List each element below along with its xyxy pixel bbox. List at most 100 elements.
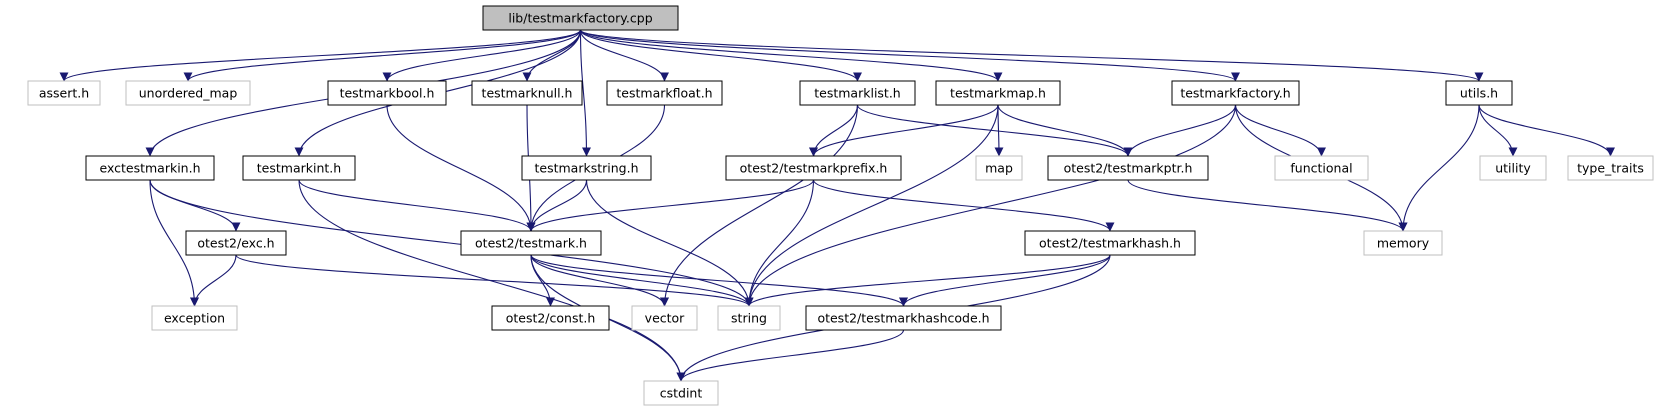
node-box xyxy=(1171,80,1300,106)
node-box xyxy=(1024,230,1196,256)
edge-testmarkfactory_h-to-string xyxy=(744,104,1237,307)
node-label: testmarkfactory.h xyxy=(1180,86,1290,101)
node-testmarkbool[interactable]: testmarkbool.h xyxy=(327,80,447,106)
node-utils[interactable]: utils.h xyxy=(1445,80,1513,106)
node-box xyxy=(1363,230,1443,256)
node-box xyxy=(125,80,251,106)
node-box xyxy=(185,230,287,256)
node-label: testmarkbool.h xyxy=(340,86,435,101)
node-box xyxy=(805,305,1002,331)
node-exctestmarkin[interactable]: exctestmarkin.h xyxy=(85,155,215,181)
node-testmarkint[interactable]: testmarkint.h xyxy=(242,155,356,181)
edge-testmarkprefix-to-testmarkhash xyxy=(812,179,1115,232)
edge-testmarkbool-to-testmark xyxy=(386,104,536,232)
node-string: string xyxy=(717,305,781,331)
node-label: testmarkmap.h xyxy=(950,86,1046,101)
node-box xyxy=(1479,155,1547,181)
node-label: otest2/exc.h xyxy=(197,236,274,251)
node-box xyxy=(460,230,602,256)
node-label: otest2/testmark.h xyxy=(475,236,587,251)
node-testmarkptr[interactable]: otest2/testmarkptr.h xyxy=(1047,155,1209,181)
edge-root-to-unordered_map xyxy=(183,29,582,82)
node-box xyxy=(1047,155,1209,181)
edge-testmark-to-string xyxy=(530,254,754,307)
edge-testmarkhash-to-string xyxy=(744,254,1111,307)
node-box xyxy=(799,80,916,106)
node-label: testmarknull.h xyxy=(482,86,573,101)
edge-testmarkhashcode-to-cstdint xyxy=(676,329,905,382)
edge-exc-to-exception xyxy=(190,254,237,307)
node-label: otest2/testmarkprefix.h xyxy=(740,161,888,176)
edge-testmarkhash-to-testmarkhashcode xyxy=(899,254,1111,307)
node-testmarklist[interactable]: testmarklist.h xyxy=(799,80,916,106)
node-label: string xyxy=(731,311,767,326)
node-label: otest2/testmarkhash.h xyxy=(1039,236,1181,251)
node-const[interactable]: otest2/const.h xyxy=(491,305,610,331)
edge-root-to-testmarklist xyxy=(579,29,862,82)
edge-testmarkmap-to-testmarkptr xyxy=(997,104,1133,157)
node-box xyxy=(606,80,723,106)
node-functional: functional xyxy=(1274,155,1369,181)
node-unordered_map: unordered_map xyxy=(125,80,251,106)
node-testmarkhashcode[interactable]: otest2/testmarkhashcode.h xyxy=(805,305,1002,331)
node-testmark[interactable]: otest2/testmark.h xyxy=(460,230,602,256)
node-box xyxy=(935,80,1061,106)
node-testmarkfloat[interactable]: testmarkfloat.h xyxy=(606,80,723,106)
node-label: otest2/testmarkptr.h xyxy=(1064,161,1193,176)
node-map: map xyxy=(975,155,1023,181)
node-box xyxy=(631,305,698,331)
node-root[interactable]: lib/testmarkfactory.cpp xyxy=(482,5,679,31)
node-label: unordered_map xyxy=(139,86,238,101)
node-label: exception xyxy=(164,311,225,326)
node-exc[interactable]: otest2/exc.h xyxy=(185,230,287,256)
node-testmarkhash[interactable]: otest2/testmarkhash.h xyxy=(1024,230,1196,256)
node-testmarkfactory_h[interactable]: testmarkfactory.h xyxy=(1171,80,1300,106)
node-box xyxy=(975,155,1023,181)
edge-utils-to-type_traits xyxy=(1478,104,1615,157)
node-cstdint: cstdint xyxy=(643,380,719,406)
node-label: exctestmarkin.h xyxy=(99,161,200,176)
edge-root-to-testmarkmap xyxy=(579,29,1003,82)
node-box xyxy=(327,80,447,106)
node-type_traits: type_traits xyxy=(1567,155,1654,181)
edge-testmarkptr-to-memory xyxy=(1127,179,1408,232)
node-box xyxy=(643,380,719,406)
node-label: cstdint xyxy=(660,386,703,401)
node-label: otest2/testmarkhashcode.h xyxy=(817,311,989,326)
node-box xyxy=(85,155,215,181)
edge-testmarkint-to-testmark xyxy=(298,179,536,232)
node-testmarknull[interactable]: testmarknull.h xyxy=(471,80,583,106)
node-exception: exception xyxy=(151,305,238,331)
node-label: map xyxy=(985,161,1013,176)
edge-exctestmarkin-to-exception xyxy=(149,179,199,307)
node-label: assert.h xyxy=(39,86,89,101)
node-label: utils.h xyxy=(1460,86,1498,101)
node-label: utility xyxy=(1495,161,1531,176)
nodes-layer: lib/testmarkfactory.cpp assert.h unordered… xyxy=(27,5,1654,406)
node-assert: assert.h xyxy=(27,80,101,106)
node-label: type_traits xyxy=(1577,161,1644,176)
edge-root-to-testmarkfactory_h xyxy=(579,29,1240,82)
node-box xyxy=(725,155,902,181)
edge-root-to-assert xyxy=(59,29,582,82)
node-memory: memory xyxy=(1363,230,1443,256)
edge-testmarkmap-to-testmarkprefix xyxy=(809,104,999,157)
edge-testmarkprefix-to-testmark xyxy=(526,179,815,232)
node-testmarkprefix[interactable]: otest2/testmarkprefix.h xyxy=(725,155,902,181)
node-box xyxy=(717,305,781,331)
edge-exctestmarkin-to-string xyxy=(149,179,754,307)
node-box xyxy=(242,155,356,181)
node-utility: utility xyxy=(1479,155,1547,181)
node-label: memory xyxy=(1377,236,1430,251)
edge-testmarkmap-to-string xyxy=(744,104,999,307)
edge-testmarkfactory_h-to-functional xyxy=(1234,104,1326,157)
edge-root-to-testmarkfloat xyxy=(579,29,669,82)
edge-testmark-to-testmarkhashcode xyxy=(530,254,908,307)
node-testmarkmap[interactable]: testmarkmap.h xyxy=(935,80,1061,106)
edge-testmarkprefix-to-string xyxy=(744,179,815,307)
node-box xyxy=(491,305,610,331)
edge-testmarkfactory_h-to-testmarkptr xyxy=(1123,104,1237,157)
edge-testmarkstring-to-testmark xyxy=(526,179,588,232)
node-testmarkstring[interactable]: testmarkstring.h xyxy=(521,155,652,181)
